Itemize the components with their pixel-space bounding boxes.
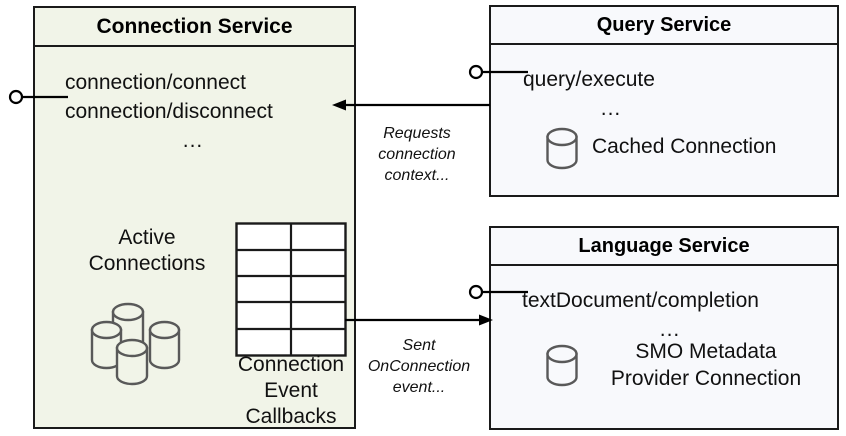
- language-service-title: Language Service: [491, 228, 837, 266]
- connection-service-operations: connection/connect connection/disconnect…: [65, 68, 321, 155]
- cached-connection-label: Cached Connection: [592, 135, 777, 158]
- sent-label-line-3: event...: [392, 379, 446, 396]
- requests-label-line-3: context...: [384, 167, 450, 184]
- query-service-provided-interface-icon[interactable]: [468, 63, 530, 86]
- connection-event-callbacks-table: [235, 222, 347, 362]
- query-service-body: query/execute ...: [491, 45, 837, 195]
- connector-sent-onconnection-event[interactable]: [345, 309, 495, 336]
- query-service-ellipsis: ...: [600, 97, 622, 120]
- language-service-provided-interface-icon[interactable]: [468, 283, 530, 306]
- lollipop-interface-icon: [8, 89, 68, 105]
- connector-requests-connection-context[interactable]: [330, 94, 492, 121]
- operation-connection-disconnect: connection/disconnect: [65, 100, 273, 123]
- connector-label-sent: Sent OnConnection event...: [352, 335, 486, 398]
- arrow-right-svg: [345, 314, 493, 326]
- arrow-left-svg: [332, 99, 490, 111]
- active-connections-line-1: Active: [118, 226, 176, 249]
- requests-label-line-2: connection: [378, 146, 456, 163]
- database-cylinder-svg: [546, 127, 578, 170]
- query-service-operations: query/execute ...: [523, 65, 699, 123]
- requests-label-line-1: Requests: [383, 125, 451, 142]
- connection-event-callbacks-label: Connection Event Callbacks: [227, 352, 355, 430]
- component-query-service[interactable]: Query Service query/execute ...: [489, 5, 839, 197]
- language-service-operations: textDocument/completion ...: [522, 286, 818, 344]
- smo-metadata-line-2: Provider Connection: [610, 367, 802, 390]
- connection-service-title: Connection Service: [35, 8, 354, 47]
- callbacks-line-3: Callbacks: [245, 405, 337, 428]
- sent-label-line-2: OnConnection: [367, 358, 471, 375]
- cylinder-cluster-svg: [90, 302, 181, 386]
- callbacks-line-1: Connection: [237, 353, 345, 376]
- lollipop-interface-icon: [468, 284, 528, 300]
- operation-textdocument-completion: textDocument/completion: [522, 289, 759, 312]
- cached-connection-cylinder-icon: [545, 126, 579, 177]
- table-grid-svg: [235, 222, 347, 357]
- operation-connection-connect: connection/connect: [65, 71, 246, 94]
- connection-service-ellipsis: ...: [182, 129, 204, 152]
- component-connection-service[interactable]: Connection Service connection/connect co…: [33, 6, 356, 429]
- component-language-service[interactable]: Language Service textDocument/completion…: [489, 226, 839, 430]
- database-cylinder-svg: [546, 344, 578, 387]
- active-connections-label: Active Connections: [77, 225, 217, 277]
- query-service-title: Query Service: [491, 7, 837, 45]
- connection-service-provided-interface-icon[interactable]: [8, 88, 70, 111]
- database-cylinder-cluster-icon: [88, 290, 200, 391]
- active-connections-line-2: Connections: [88, 252, 206, 275]
- smo-metadata-label: SMO Metadata Provider Connection: [586, 338, 826, 392]
- sent-label-line-1: Sent: [402, 337, 436, 354]
- connector-label-requests: Requests connection context...: [352, 123, 482, 186]
- lollipop-interface-icon: [468, 64, 528, 80]
- operation-query-execute: query/execute: [523, 68, 655, 91]
- callbacks-line-2: Event: [264, 379, 318, 402]
- language-service-ellipsis: ...: [659, 318, 681, 341]
- language-service-body: textDocument/completion ...: [491, 266, 837, 428]
- connection-service-body: connection/connect connection/disconnect…: [35, 47, 354, 428]
- smo-metadata-cylinder-icon: [545, 343, 579, 394]
- smo-metadata-line-1: SMO Metadata: [635, 340, 777, 363]
